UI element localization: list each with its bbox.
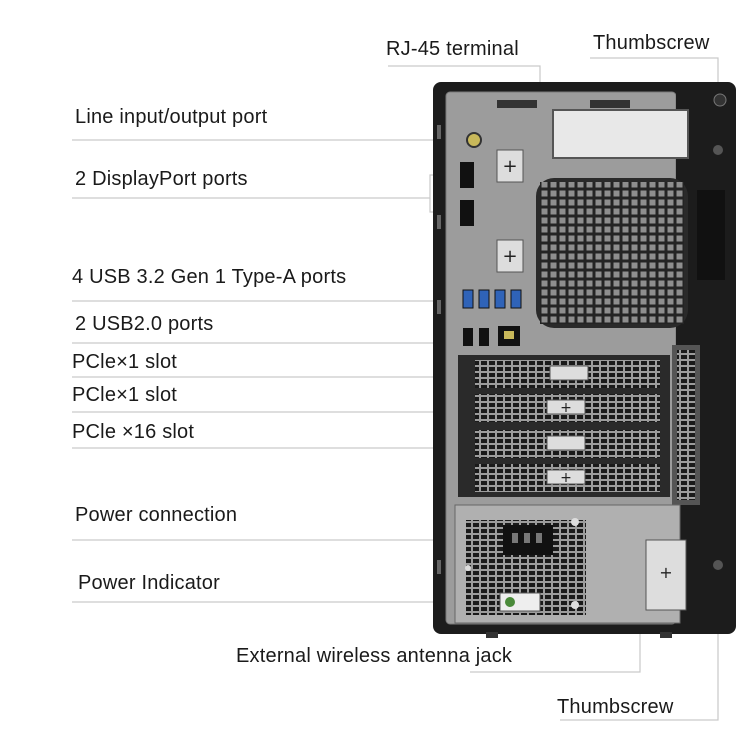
thumbscrew-bottom-icon xyxy=(713,560,723,570)
line-io-port-icon xyxy=(466,132,482,148)
displayport-2-icon xyxy=(460,200,474,226)
svg-text:+: + xyxy=(502,156,517,177)
usb32-label: 4 USB 3.2 Gen 1 Type-A ports xyxy=(72,266,347,288)
pcie-slots: + + xyxy=(458,345,700,505)
svg-text:+: + xyxy=(659,563,672,582)
power-connection-label: Power connection xyxy=(75,504,238,526)
thumbscrew-top-label: Thumbscrew xyxy=(593,32,710,54)
io-cover-1: + xyxy=(496,149,524,183)
rj45-label: RJ-45 terminal xyxy=(386,38,519,60)
svg-text:+: + xyxy=(502,246,517,267)
usb20-label: 2 USB2.0 ports xyxy=(75,313,214,335)
thumbscrew-bottom-label: Thumbscrew xyxy=(557,696,674,718)
power-indicator-label: Power Indicator xyxy=(78,572,220,594)
displayport-1-icon xyxy=(460,162,474,188)
svg-text:+: + xyxy=(560,400,572,416)
svg-text:+: + xyxy=(560,470,572,486)
pcie-x1-b-label: PCle×1 slot xyxy=(72,384,178,406)
io-cover-2: + xyxy=(496,239,524,273)
thumbscrew-top-icon xyxy=(713,93,727,107)
usb20-ports-icon xyxy=(463,328,489,346)
pcie-x16-label: PCle ×16 slot xyxy=(72,421,195,443)
power-supply: + xyxy=(454,504,687,624)
power-indicator-icon xyxy=(505,597,515,607)
line-io-label: Line input/output port xyxy=(75,106,268,128)
antenna-jack-label: External wireless antenna jack xyxy=(236,645,513,667)
fan-grille xyxy=(536,178,688,328)
usb32-ports-icon xyxy=(462,289,522,309)
displayport-label: 2 DisplayPort ports xyxy=(75,168,248,190)
pcie-x1-a-label: PCle×1 slot xyxy=(72,351,178,373)
